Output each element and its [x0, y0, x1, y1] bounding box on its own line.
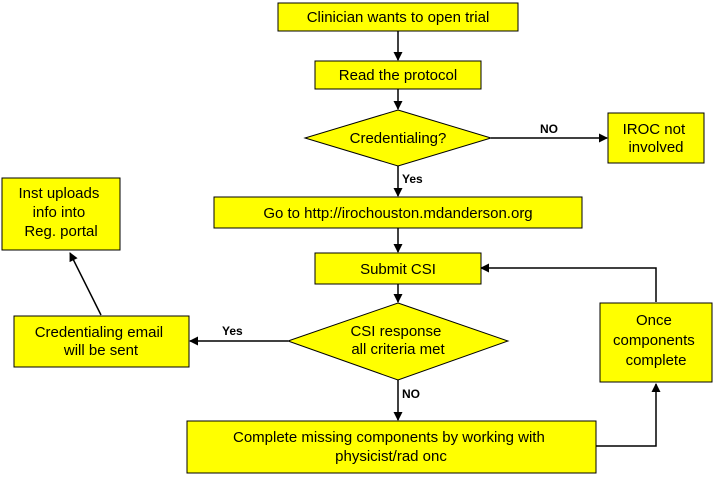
node-go-to-url: Go to http://irochouston.mdanderson.org [213, 196, 583, 229]
decision-diamond [303, 109, 493, 167]
node-once-complete: Once components complete [599, 302, 713, 383]
node-read-protocol: Read the protocol [314, 60, 482, 90]
node-complete-missing: Complete missing components by working w… [186, 420, 597, 474]
node-credentialing-email-label: Credentialing email will be sent [35, 324, 168, 359]
node-credentialing-decision-line-1: Credentialing? [350, 130, 447, 147]
node-inst-uploads-line-1: Inst uploads [18, 185, 99, 202]
node-credentialing-email: Credentialing email will be sent [13, 315, 190, 368]
node-credentialing-email-line-1: Credentialing email [35, 324, 163, 341]
node-complete-missing-label: Complete missing components by working w… [233, 429, 549, 465]
node-inst-uploads-line-3: Reg. portal [24, 223, 97, 240]
process-box [314, 252, 482, 285]
arrow-email-to-uploads [69, 252, 102, 316]
node-submit-csi-line-1: Submit CSI [360, 261, 436, 278]
node-once-complete-label: Once components complete [613, 312, 699, 369]
edge-label-csi-no: NO [402, 387, 420, 401]
process-box [314, 60, 482, 90]
connectors [69, 31, 661, 447]
node-submit-csi-label: Submit CSI [360, 261, 436, 278]
process-box [1, 177, 121, 251]
node-csi-response-decision-label: CSI response all criteria met [350, 323, 445, 358]
decision-diamond [286, 302, 510, 381]
process-box [607, 112, 705, 164]
node-start-line-1: Clinician wants to open trial [307, 9, 490, 26]
process-box [186, 420, 597, 474]
node-go-to-url-label: Go to http://irochouston.mdanderson.org [263, 205, 532, 222]
node-csi-response-decision-line-1: CSI response [350, 323, 441, 340]
node-once-complete-line-3: complete [626, 352, 687, 369]
edge-label-csi-yes: Yes [222, 324, 243, 338]
process-box [13, 315, 190, 368]
node-once-complete-line-1: Once [636, 312, 672, 329]
node-iroc-not-involved-line-1: IROC not [623, 121, 686, 138]
node-submit-csi: Submit CSI [314, 252, 482, 285]
node-go-to-url-line-1: Go to http://irochouston.mdanderson.org [263, 205, 532, 222]
node-csi-response-decision: CSI response all criteria met [286, 302, 510, 381]
process-box [213, 196, 583, 229]
process-box [277, 2, 519, 32]
node-read-protocol-line-1: Read the protocol [339, 67, 457, 84]
node-once-complete-line-2: components [613, 332, 695, 349]
node-iroc-not-involved: IROC not involved [607, 112, 705, 164]
node-inst-uploads-label: Inst uploads info into Reg. portal [18, 185, 103, 240]
arrow-missing-to-once [596, 383, 661, 447]
node-start: Clinician wants to open trial [277, 2, 519, 32]
node-complete-missing-line-1: Complete missing components by working w… [233, 429, 545, 446]
node-iroc-not-involved-line-2: involved [628, 139, 683, 156]
node-read-protocol-label: Read the protocol [339, 67, 457, 84]
node-csi-response-decision-line-2: all criteria met [351, 341, 445, 358]
node-complete-missing-line-2: physicist/rad onc [335, 448, 447, 465]
node-credentialing-decision: Credentialing? [303, 109, 493, 167]
edge-label-credentialing-no: NO [540, 122, 558, 136]
node-inst-uploads-line-2: info into [33, 204, 86, 221]
node-start-label: Clinician wants to open trial [307, 9, 490, 26]
node-credentialing-email-line-2: will be sent [63, 342, 139, 359]
edge-label-credentialing-yes: Yes [402, 172, 423, 186]
node-credentialing-decision-label: Credentialing? [350, 130, 447, 147]
arrow-once-to-submit [480, 263, 657, 302]
process-box [599, 302, 713, 383]
node-inst-uploads: Inst uploads info into Reg. portal [1, 177, 121, 251]
node-iroc-not-involved-label: IROC not involved [623, 121, 690, 156]
